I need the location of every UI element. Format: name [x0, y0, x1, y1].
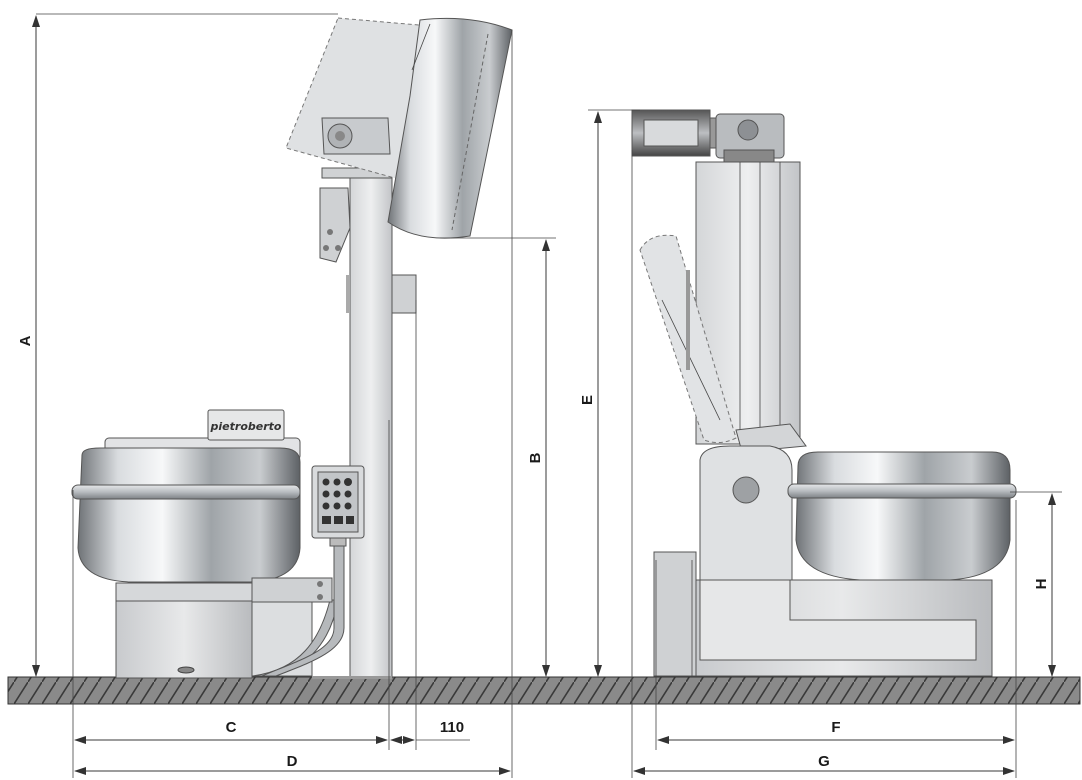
left-bowl: [77, 447, 301, 583]
label-d: D: [287, 753, 298, 770]
dimension-lines: [32, 13, 1062, 778]
floor-hatch: [7, 676, 1081, 705]
label-g: G: [818, 753, 830, 770]
right-mixer-front-view: [631, 109, 1017, 677]
label-110: 110: [440, 719, 464, 736]
brand-plate: [207, 409, 285, 441]
left-column: [349, 177, 393, 679]
label-f: F: [831, 719, 840, 736]
left-raised-head: [285, 17, 513, 263]
right-bowl: [795, 451, 1011, 581]
label-b: B: [527, 452, 544, 463]
label-h: H: [1033, 579, 1050, 590]
label-c: C: [226, 719, 237, 736]
label-e: E: [579, 395, 596, 405]
label-a: A: [17, 335, 34, 346]
left-mixer-side-view: pietroberto: [71, 17, 513, 679]
control-panel: [261, 465, 365, 677]
brand-logo-text: pietroberto: [210, 420, 282, 433]
